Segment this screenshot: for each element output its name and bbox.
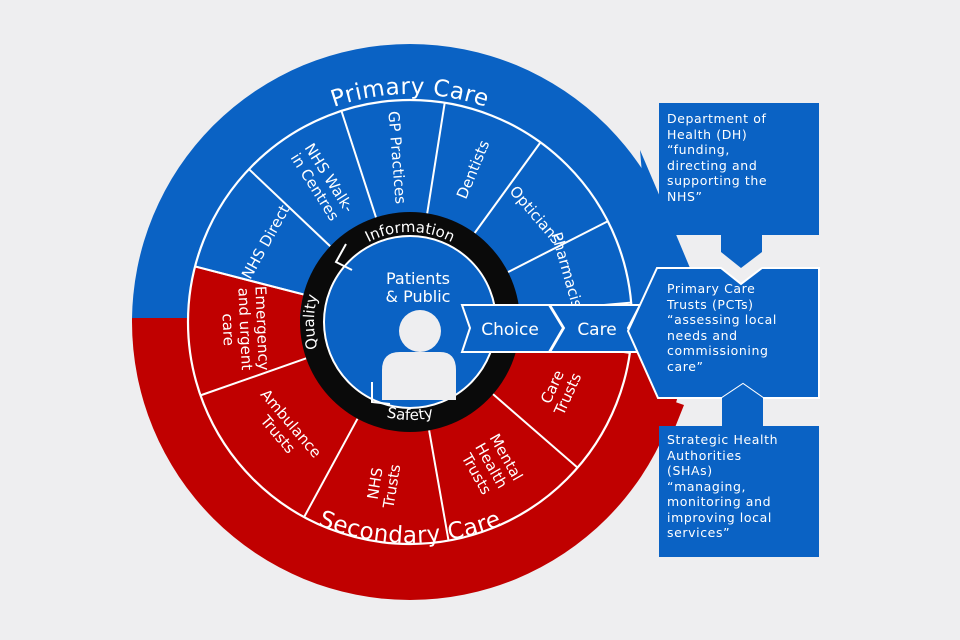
cycle-label-quality: Quality	[300, 292, 322, 351]
segment-divider	[492, 393, 579, 469]
secondary-segment-label: NHSTrusts	[362, 460, 404, 510]
primary-segment	[427, 102, 541, 234]
segment-divider	[194, 265, 304, 296]
secondary-segment	[493, 337, 630, 468]
cycle-label-safety: Safety	[385, 403, 434, 424]
sha-box-text: Strategic Health Authorities (SHAs) “man…	[667, 432, 779, 540]
dh-box	[659, 103, 819, 268]
segment-divider	[426, 102, 446, 214]
pct-box	[626, 267, 820, 399]
secondary-segment-label-line: NHS	[364, 466, 387, 501]
primary-segment	[248, 110, 377, 247]
center-label-line2: & Public	[386, 287, 451, 306]
center-label-line1: Patients	[386, 269, 450, 288]
person-icon	[382, 310, 456, 400]
dh-box-text: Department of Health (DH) “funding, dire…	[667, 111, 768, 204]
primary-segment	[195, 169, 331, 295]
segment-divider	[428, 430, 450, 541]
care-label: Care	[577, 320, 616, 340]
choice-label: Choice	[481, 320, 539, 340]
primary-segment	[508, 221, 632, 313]
secondary-segment	[429, 394, 578, 541]
secondary-segment-label-line: Emergency	[251, 286, 273, 371]
segment-divider	[303, 418, 359, 518]
sha-box	[659, 384, 819, 557]
segment-divider	[248, 168, 331, 248]
secondary-segment-label-line: and urgent	[234, 287, 255, 370]
segment-divider	[473, 141, 542, 234]
primary-segment	[474, 142, 608, 273]
choice-care-arrow: Choice Care	[460, 304, 642, 353]
secondary-segment-label: Emergencyand urgentcare	[217, 286, 273, 373]
segment-divider	[507, 220, 609, 273]
segment-divider	[200, 357, 307, 397]
cycle-arrow-notch-top	[334, 243, 353, 271]
secondary-segment	[200, 358, 358, 518]
secondary-segment	[304, 418, 449, 544]
secondary-segment	[188, 266, 307, 396]
secondary-segment-label: CareTrusts	[535, 363, 586, 419]
segment-divider	[340, 110, 377, 218]
secondary-segment-label-line: care	[218, 313, 237, 346]
pct-box-text: Primary Care Trusts (PCTs) “assessing lo…	[667, 281, 777, 374]
cycle-arrow-notch-bottom	[371, 382, 391, 405]
